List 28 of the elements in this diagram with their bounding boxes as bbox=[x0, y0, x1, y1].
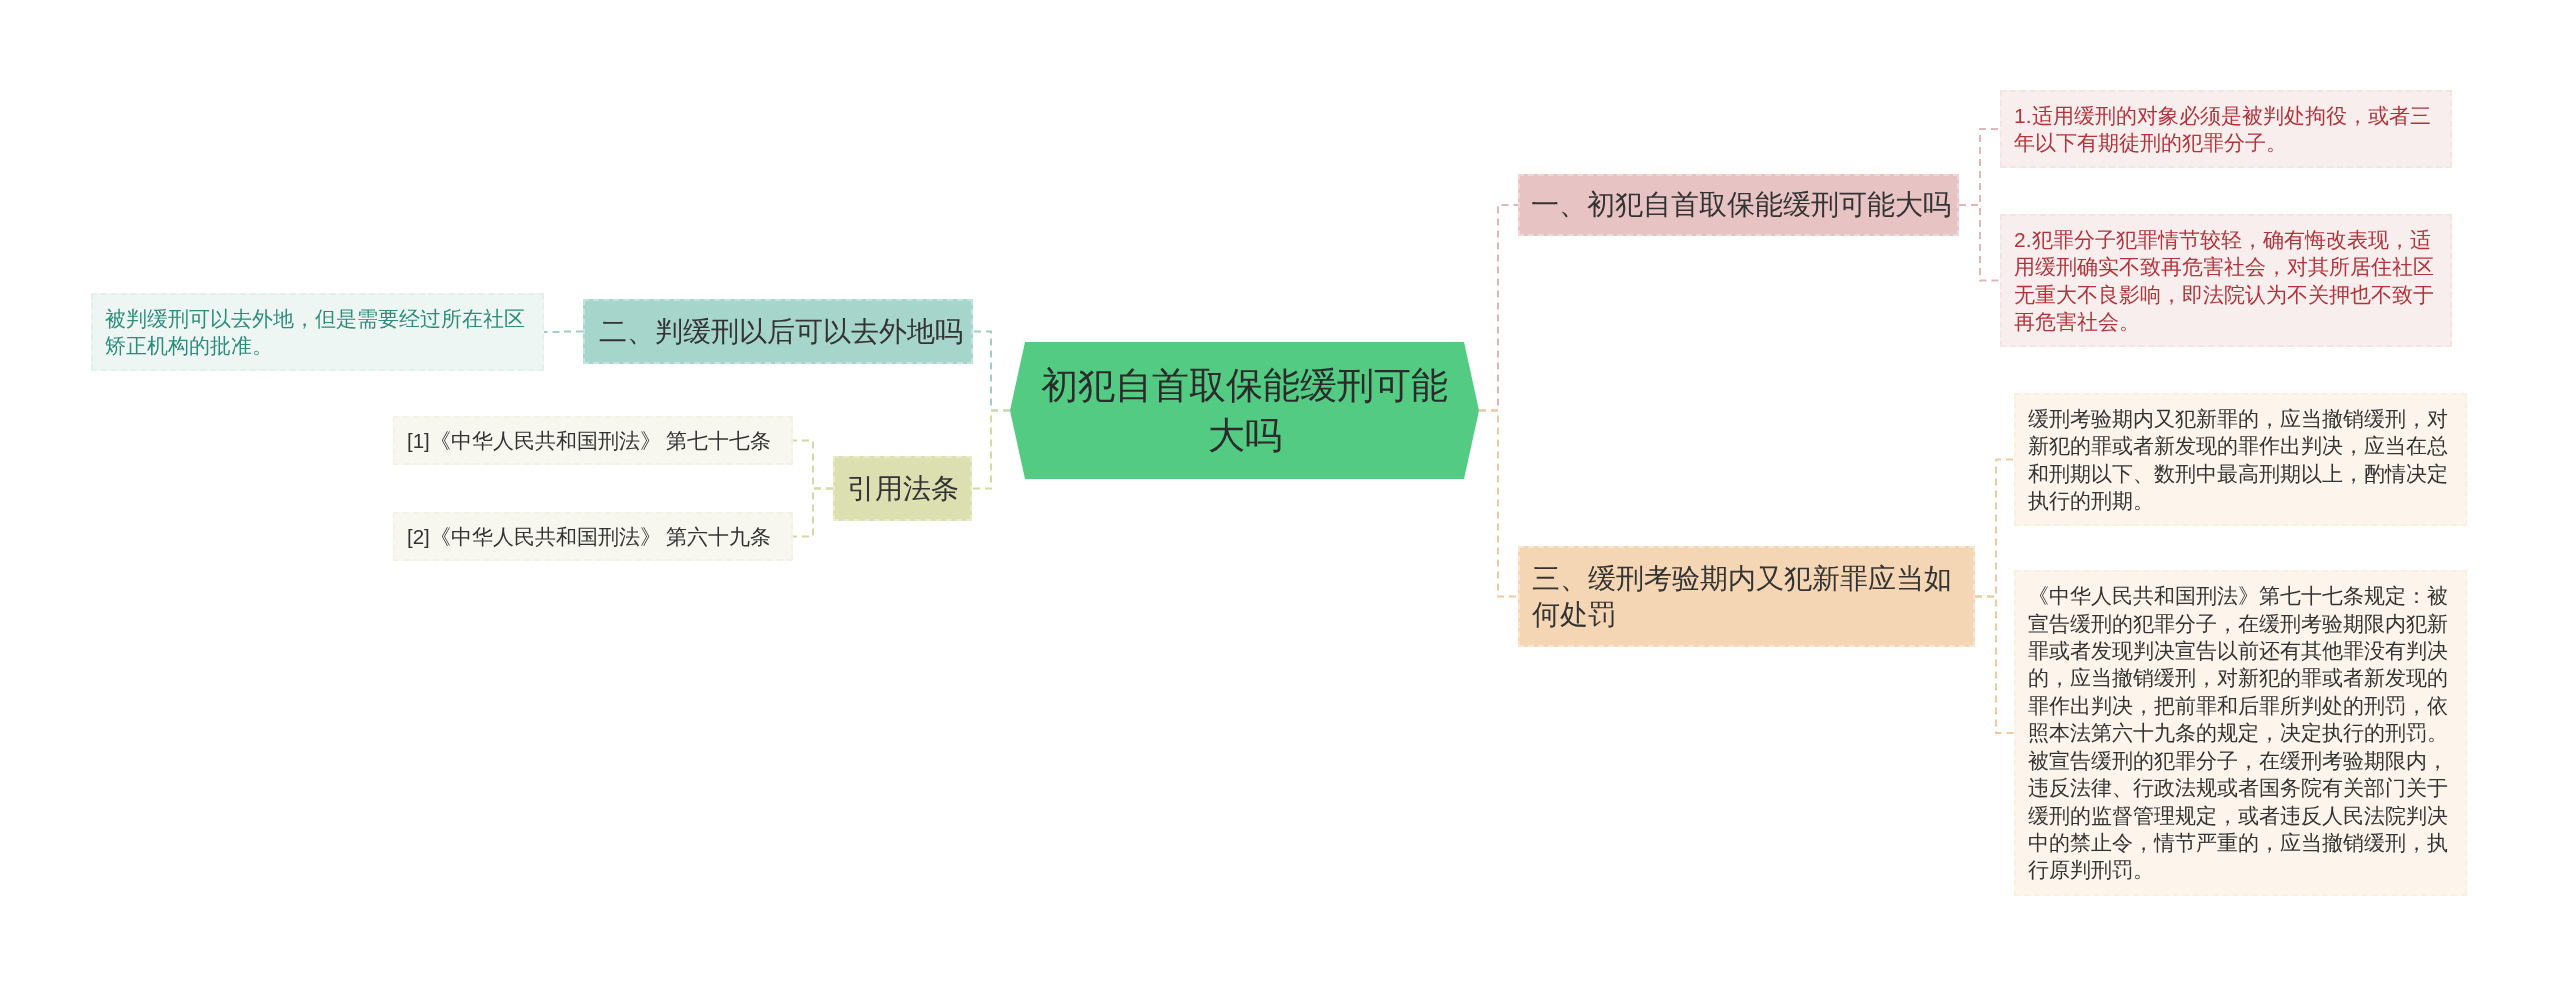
note-text: 2.犯罪分子犯罪情节较轻，确有悔改表现，适用缓刑确实不致再危害社会，对其所居住社区无重大不良影响，即法院认为不关押也不致于再危害社会。 bbox=[2014, 226, 2435, 335]
branch-topic-box bbox=[1518, 174, 1959, 236]
note-box bbox=[2014, 393, 2467, 526]
note-text: 《中华人民共和国刑法》第七十七条规定：被宣告缓刑的犯罪分子，在缓刑考验期限内犯新罪或者发现判决宣告以前还有其他罪没有判决的，应当撤销缓刑，对新犯的罪或者新发现的罪作出判决，把前罪和后罪所判处的刑罚，依照本法第六十九条的规定，决定执行的刑罚。被宣告缓刑的犯罪分子，在缓刑考验期限内，违反法律、行政法规或者国务院有关部门关于缓刑的监督管理规定，或者违反人民法院判决中的禁止令，情节严重的，应当撤销缓刑，执行原判刑罚。 bbox=[2028, 583, 2449, 884]
connector-line bbox=[1974, 595, 2015, 734]
note-box bbox=[91, 293, 544, 371]
citation-text: [1]《中华人民共和国刑法》 第七十七条 bbox=[407, 428, 772, 454]
note-text: 缓刑考验期内又犯新罪的，应当撤销缓刑，对新犯的罪或者新发现的罪作出判决，应当在总和刑期以下、数刑中最高刑期以上，酌情决定执行的刑期。 bbox=[2028, 405, 2449, 514]
connector-line bbox=[792, 487, 834, 538]
branch-topic-box bbox=[1518, 546, 1975, 647]
connector-line bbox=[971, 409, 1011, 490]
note-box bbox=[2000, 214, 2452, 347]
note-text: 1.适用缓刑的对象必须是被判处拘役，或者三年以下有期徒刑的犯罪分子。 bbox=[2014, 102, 2432, 156]
connector-line bbox=[1478, 409, 1519, 598]
connector-line bbox=[1958, 204, 2001, 282]
branch-topic-box bbox=[833, 456, 972, 521]
note-text: 被判缓刑可以去外地，但是需要经过所在社区矫正机构的批准。 bbox=[105, 305, 526, 359]
citation-box bbox=[393, 512, 793, 561]
branch-topic-text: 二、判缓刑以后可以去外地吗 bbox=[599, 314, 963, 349]
note-box bbox=[2000, 90, 2452, 168]
branch-topic-text: 三、缓刑考验期内又犯新罪应当如何处罚 bbox=[1532, 561, 1953, 632]
citation-box bbox=[393, 416, 793, 465]
central-topic-text: 初犯自首取保能缓刑可能大吗 bbox=[1040, 363, 1449, 458]
connector-line bbox=[543, 330, 584, 333]
branch-topic-text: 一、初犯自首取保能缓刑可能大吗 bbox=[1531, 188, 1951, 222]
branch-topic-text: 引用法条 bbox=[846, 471, 959, 506]
branch-topic-box bbox=[583, 299, 973, 364]
citation-text: [2]《中华人民共和国刑法》 第六十九条 bbox=[407, 524, 772, 550]
